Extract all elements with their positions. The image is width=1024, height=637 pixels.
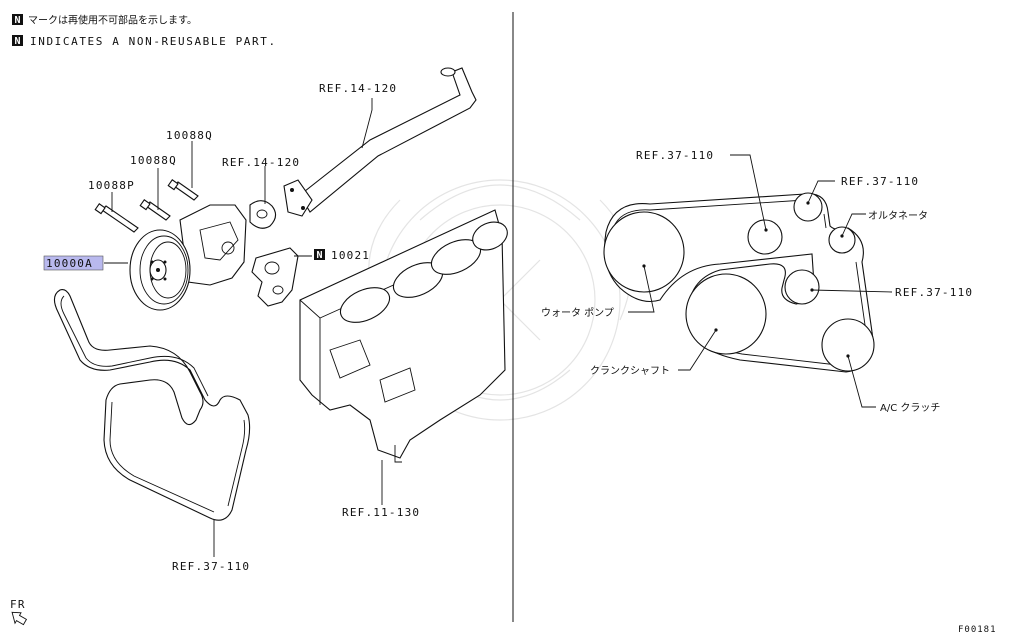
non-reusable-notice: N マークは再使用不可部品を示します。 N INDICATES A NON-RE… xyxy=(12,14,277,48)
part-10088p: 10088P xyxy=(88,179,135,192)
water-pipe xyxy=(283,67,477,217)
notice-japanese: マークは再使用不可部品を示します。 xyxy=(28,14,197,27)
drive-belt-left xyxy=(53,289,251,521)
part-10021: 10021 xyxy=(331,249,370,262)
ref-37-110-b: REF.37-110 xyxy=(841,175,919,188)
gasket-non-reusable-badge: N xyxy=(317,250,323,261)
part-10000a[interactable]: 10000A xyxy=(46,257,93,270)
ref-14-120-top: REF.14-120 xyxy=(319,82,397,95)
notice-badge-1: N xyxy=(15,15,21,26)
part-10088q-lower: 10088Q xyxy=(130,154,177,167)
pump-highlight xyxy=(43,255,104,271)
front-direction-marker: FR xyxy=(10,598,28,626)
part-10088q-upper: 10088Q xyxy=(166,129,213,142)
notice-english: INDICATES A NON-REUSABLE PART. xyxy=(30,35,277,48)
bolt-10088q-lower xyxy=(139,199,171,221)
ref-14-120-mid: REF.14-120 xyxy=(222,156,300,169)
engine-block xyxy=(299,209,508,463)
gasket-upper xyxy=(249,200,277,229)
right-leaders xyxy=(628,154,893,408)
ref-11-130: REF.11-130 xyxy=(342,506,420,519)
notice-badge-2: N xyxy=(15,36,21,47)
bolt-10088q-upper xyxy=(167,179,199,201)
front-label: FR xyxy=(10,598,26,611)
figure-code: F00181 xyxy=(958,625,997,635)
gasket-lower xyxy=(251,247,299,307)
label-ac-clutch: A/C クラッチ xyxy=(880,402,940,414)
label-crankshaft: クランクシャフト xyxy=(590,365,670,377)
gasket-badge-box xyxy=(314,249,325,260)
left-leaders xyxy=(104,98,383,557)
label-water-pump: ウォータ ポンプ xyxy=(541,307,614,319)
ref-37-110-belt: REF.37-110 xyxy=(172,560,250,573)
water-pump-assembly xyxy=(129,204,247,311)
label-alternator: オルタネータ xyxy=(868,210,928,222)
ref-37-110-c: REF.37-110 xyxy=(895,286,973,299)
belt-routing xyxy=(603,192,875,373)
bolt-10088p xyxy=(94,203,139,233)
ref-37-110-a: REF.37-110 xyxy=(636,149,714,162)
